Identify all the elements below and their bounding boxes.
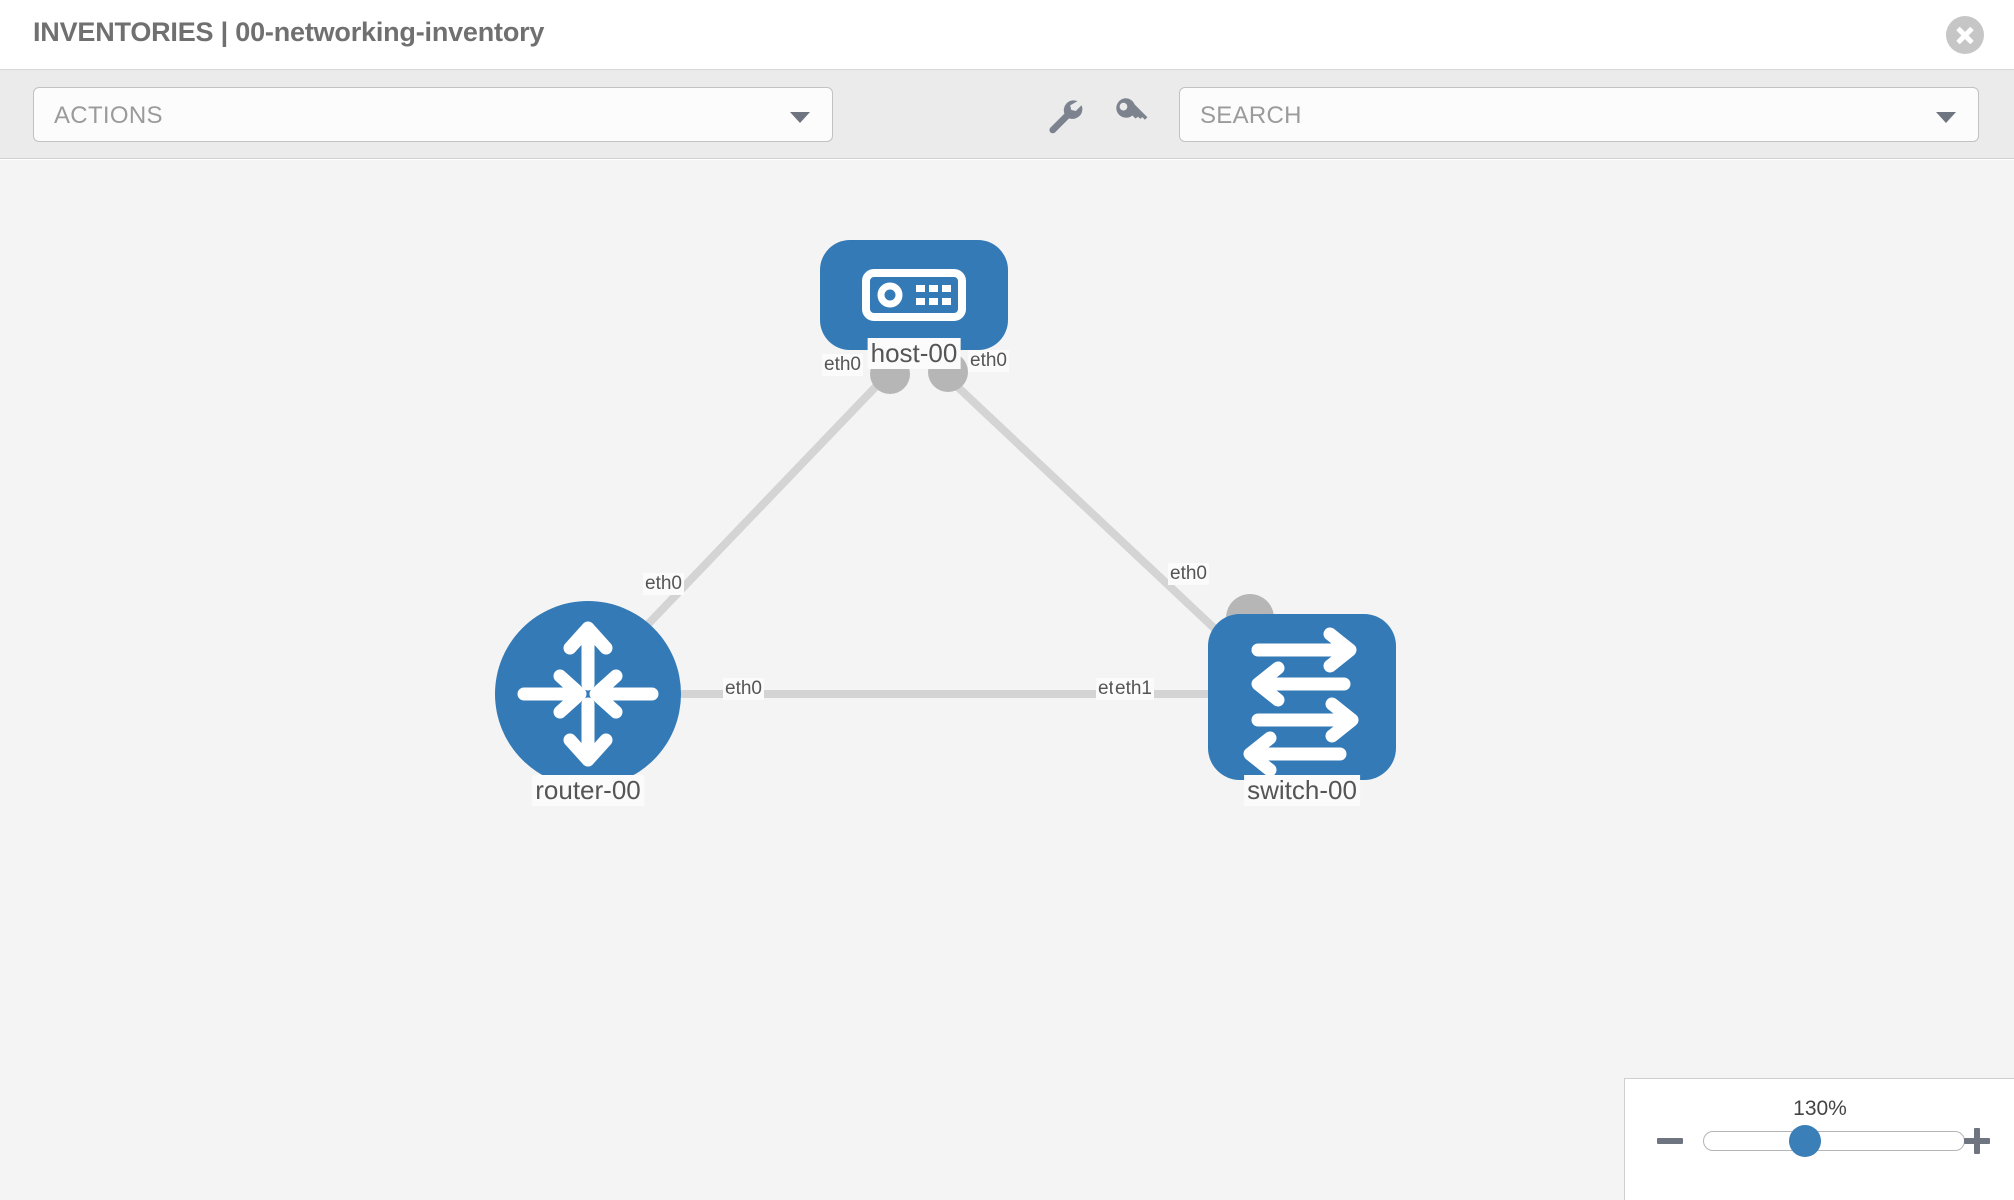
toolbar: ACTIONS SEARCH [0, 70, 2014, 159]
topology-canvas[interactable]: host-00 router-00 switch-00 eth0 eth0 et… [0, 160, 2014, 1200]
edge-host00-switch00[interactable] [943, 373, 1251, 663]
switch-arrows-icon [1243, 627, 1359, 777]
edge-group [603, 373, 1251, 698]
interface-label: eth1 [1113, 678, 1154, 700]
key-icon[interactable] [1110, 94, 1152, 136]
zoom-slider-track[interactable] [1703, 1131, 1965, 1151]
interface-label: eth0 [968, 350, 1009, 372]
chevron-down-icon[interactable] [1936, 112, 1956, 123]
node-switch-00[interactable] [1208, 614, 1396, 780]
connector-group [620, 352, 1274, 714]
server-icon [862, 269, 966, 321]
search-input[interactable]: SEARCH [1179, 87, 1979, 142]
chevron-down-icon [790, 112, 810, 123]
page-title: INVENTORIES | 00-networking-inventory [33, 17, 545, 47]
zoom-level-value: 130% [1793, 1097, 1847, 1120]
interface-label: eth0 [643, 573, 684, 595]
edge-host00-router00[interactable] [603, 373, 889, 671]
plus-icon[interactable] [1962, 1126, 1992, 1156]
interface-label: eth0 [822, 354, 863, 376]
close-icon[interactable] [1946, 16, 1984, 54]
node-label-router-00: router-00 [532, 775, 644, 806]
topology-graph [495, 240, 1396, 787]
node-router-00[interactable] [495, 601, 681, 787]
router-arrows-icon [517, 621, 659, 767]
minus-icon[interactable] [1655, 1126, 1685, 1156]
wrench-icon[interactable] [1042, 94, 1084, 136]
search-placeholder: SEARCH [1200, 102, 1302, 129]
wrench-glyph [1049, 100, 1083, 134]
page-header: INVENTORIES | 00-networking-inventory [0, 0, 2014, 70]
key-glyph [1116, 98, 1148, 120]
zoom-control-panel: 130% [1624, 1078, 2014, 1200]
interface-label: eth0 [1168, 563, 1209, 585]
zoom-slider-thumb[interactable] [1789, 1125, 1821, 1157]
node-label-switch-00: switch-00 [1244, 775, 1360, 806]
interface-label: eth0 [723, 678, 764, 700]
actions-dropdown-label: ACTIONS [54, 102, 163, 129]
node-label-host-00: host-00 [867, 338, 961, 369]
node-host-00[interactable] [820, 240, 1008, 350]
actions-dropdown[interactable]: ACTIONS [33, 87, 833, 142]
